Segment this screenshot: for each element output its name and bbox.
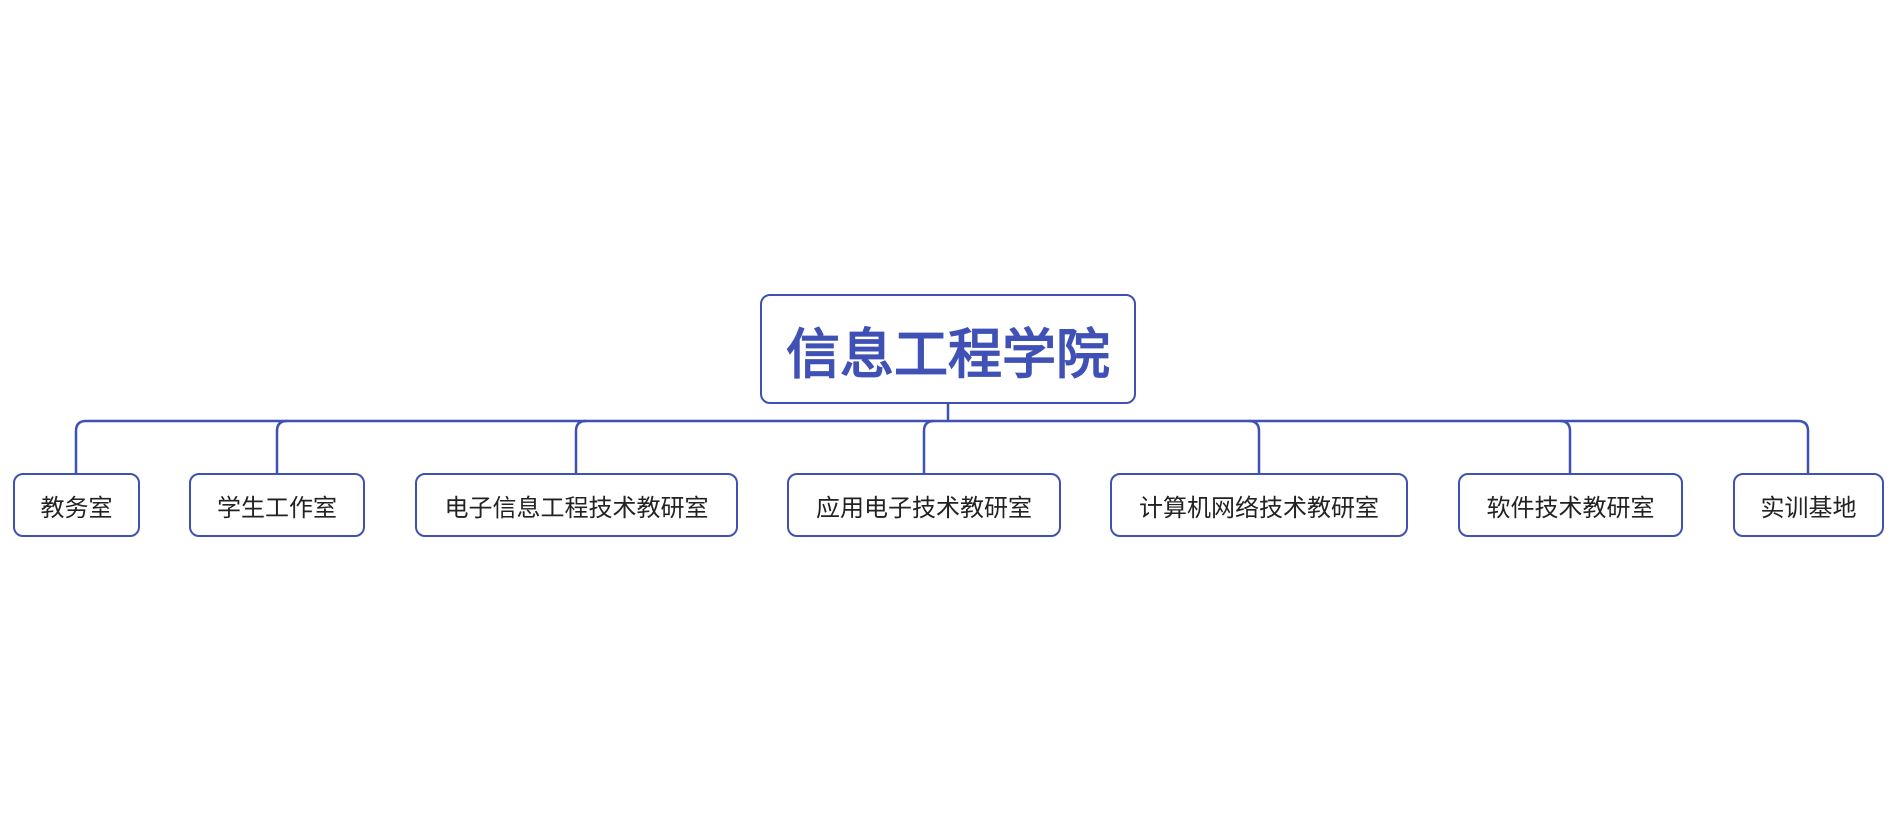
root-node: 信息工程学院 [760, 294, 1136, 404]
child-label: 电子信息工程技术教研室 [444, 493, 709, 522]
child-label: 实训基地 [1760, 493, 1857, 522]
child-label: 计算机网络技术教研室 [1139, 493, 1379, 522]
child-label: 应用电子技术教研室 [816, 493, 1032, 522]
child-node-7: 实训基地 [1733, 473, 1884, 537]
child-node-2: 学生工作室 [189, 473, 365, 537]
child-label: 软件技术教研室 [1486, 493, 1655, 522]
child-label: 教务室 [40, 493, 113, 522]
root-label: 信息工程学院 [786, 322, 1110, 386]
branch-line [74, 419, 1810, 473]
drop-line [574, 419, 587, 473]
drop-line [1248, 419, 1261, 473]
child-node-1: 教务室 [13, 473, 140, 537]
drop-line [1559, 419, 1572, 473]
drop-line [922, 419, 935, 473]
child-node-4: 应用电子技术教研室 [787, 473, 1061, 537]
child-node-3: 电子信息工程技术教研室 [415, 473, 738, 537]
drop-line [275, 419, 288, 473]
child-node-6: 软件技术教研室 [1458, 473, 1683, 537]
child-label: 学生工作室 [217, 493, 337, 522]
child-node-5: 计算机网络技术教研室 [1110, 473, 1408, 537]
